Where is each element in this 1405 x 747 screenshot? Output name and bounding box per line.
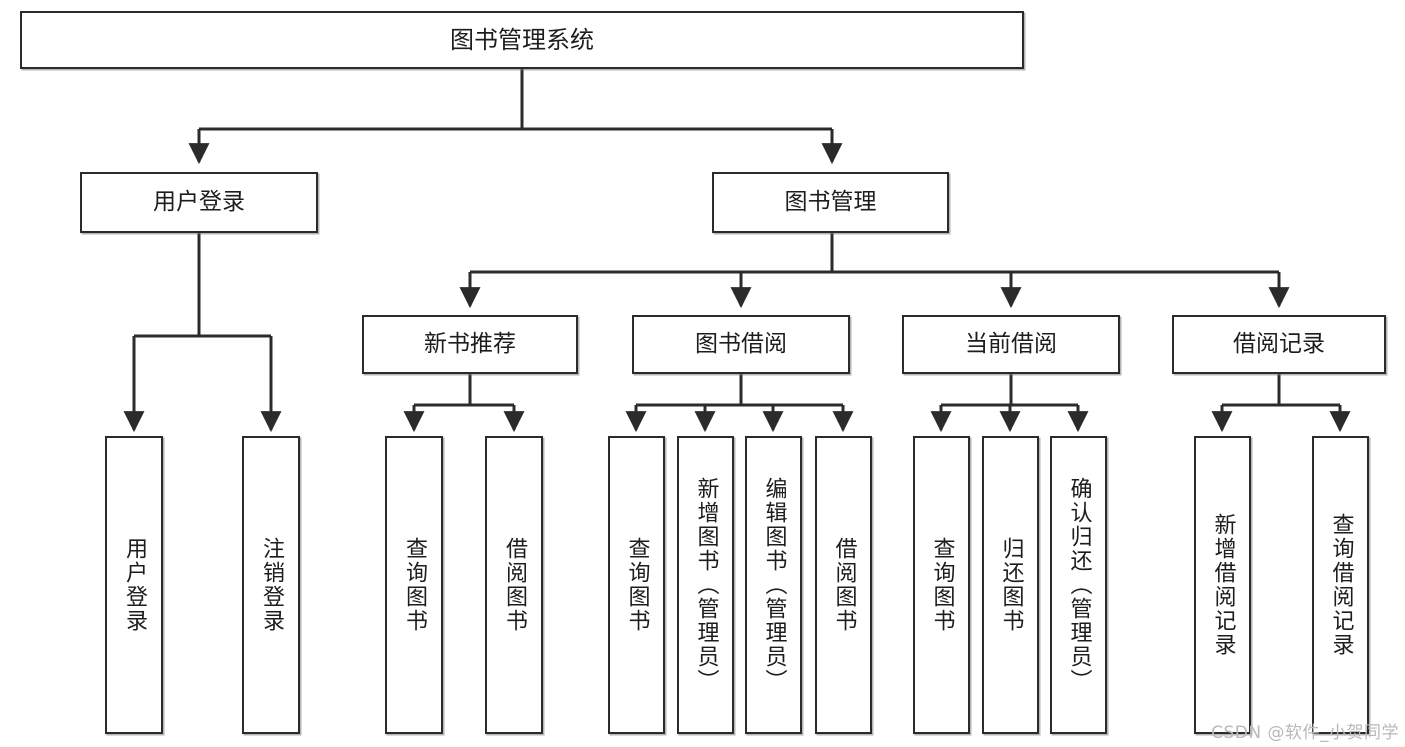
leaf-query-book-current[interactable]: 查询图书 — [913, 436, 970, 734]
node-label: 图书管理系统 — [450, 25, 594, 54]
node-label: 借阅记录 — [1233, 330, 1325, 357]
leaf-borrow-book-recommend[interactable]: 借阅图书 — [485, 436, 543, 734]
leaf-add-book-admin[interactable]: 新增图书（管理员） — [677, 436, 734, 734]
node-current-borrow[interactable]: 当前借阅 — [902, 315, 1120, 374]
node-label: 新书推荐 — [424, 330, 516, 357]
node-label: 借阅图书 — [831, 537, 857, 633]
node-label: 新增图书（管理员） — [693, 477, 719, 693]
node-label: 注销登录 — [259, 537, 284, 633]
leaf-borrow-book-borrow[interactable]: 借阅图书 — [815, 436, 872, 734]
csdn-watermark: CSDN @软件_小贺同学 — [1211, 723, 1399, 743]
leaf-logout[interactable]: 注销登录 — [242, 436, 300, 734]
node-label: 查询图书 — [624, 537, 650, 633]
node-label: 用户登录 — [122, 537, 147, 633]
node-user-login[interactable]: 用户登录 — [80, 172, 318, 233]
node-label: 查询图书 — [402, 537, 427, 633]
node-label: 图书管理 — [784, 188, 877, 215]
leaf-edit-book-admin[interactable]: 编辑图书（管理员） — [745, 436, 802, 734]
leaf-query-book-borrow[interactable]: 查询图书 — [608, 436, 665, 734]
leaf-query-borrow-record[interactable]: 查询借阅记录 — [1312, 436, 1369, 734]
node-label: 编辑图书（管理员） — [761, 477, 787, 693]
leaf-add-borrow-record[interactable]: 新增借阅记录 — [1194, 436, 1251, 734]
node-label: 当前借阅 — [965, 330, 1057, 357]
node-book-borrow[interactable]: 图书借阅 — [632, 315, 850, 374]
node-label: 借阅图书 — [502, 537, 527, 633]
node-book-management[interactable]: 图书管理 — [712, 172, 949, 233]
node-root-system[interactable]: 图书管理系统 — [20, 11, 1024, 69]
leaf-confirm-return-admin[interactable]: 确认归还（管理员） — [1050, 436, 1107, 734]
node-label: 查询借阅记录 — [1328, 513, 1354, 657]
node-label: 归还图书 — [998, 537, 1024, 633]
node-label: 新增借阅记录 — [1210, 513, 1236, 657]
node-label: 图书借阅 — [695, 330, 787, 357]
leaf-user-login[interactable]: 用户登录 — [105, 436, 163, 734]
node-label: 确认归还（管理员） — [1066, 477, 1092, 693]
node-label: 查询图书 — [929, 537, 955, 633]
node-label: 用户登录 — [153, 188, 245, 215]
node-new-book-recommend[interactable]: 新书推荐 — [362, 315, 578, 374]
node-borrow-record[interactable]: 借阅记录 — [1172, 315, 1386, 374]
leaf-query-book-recommend[interactable]: 查询图书 — [385, 436, 443, 734]
leaf-return-book[interactable]: 归还图书 — [982, 436, 1039, 734]
